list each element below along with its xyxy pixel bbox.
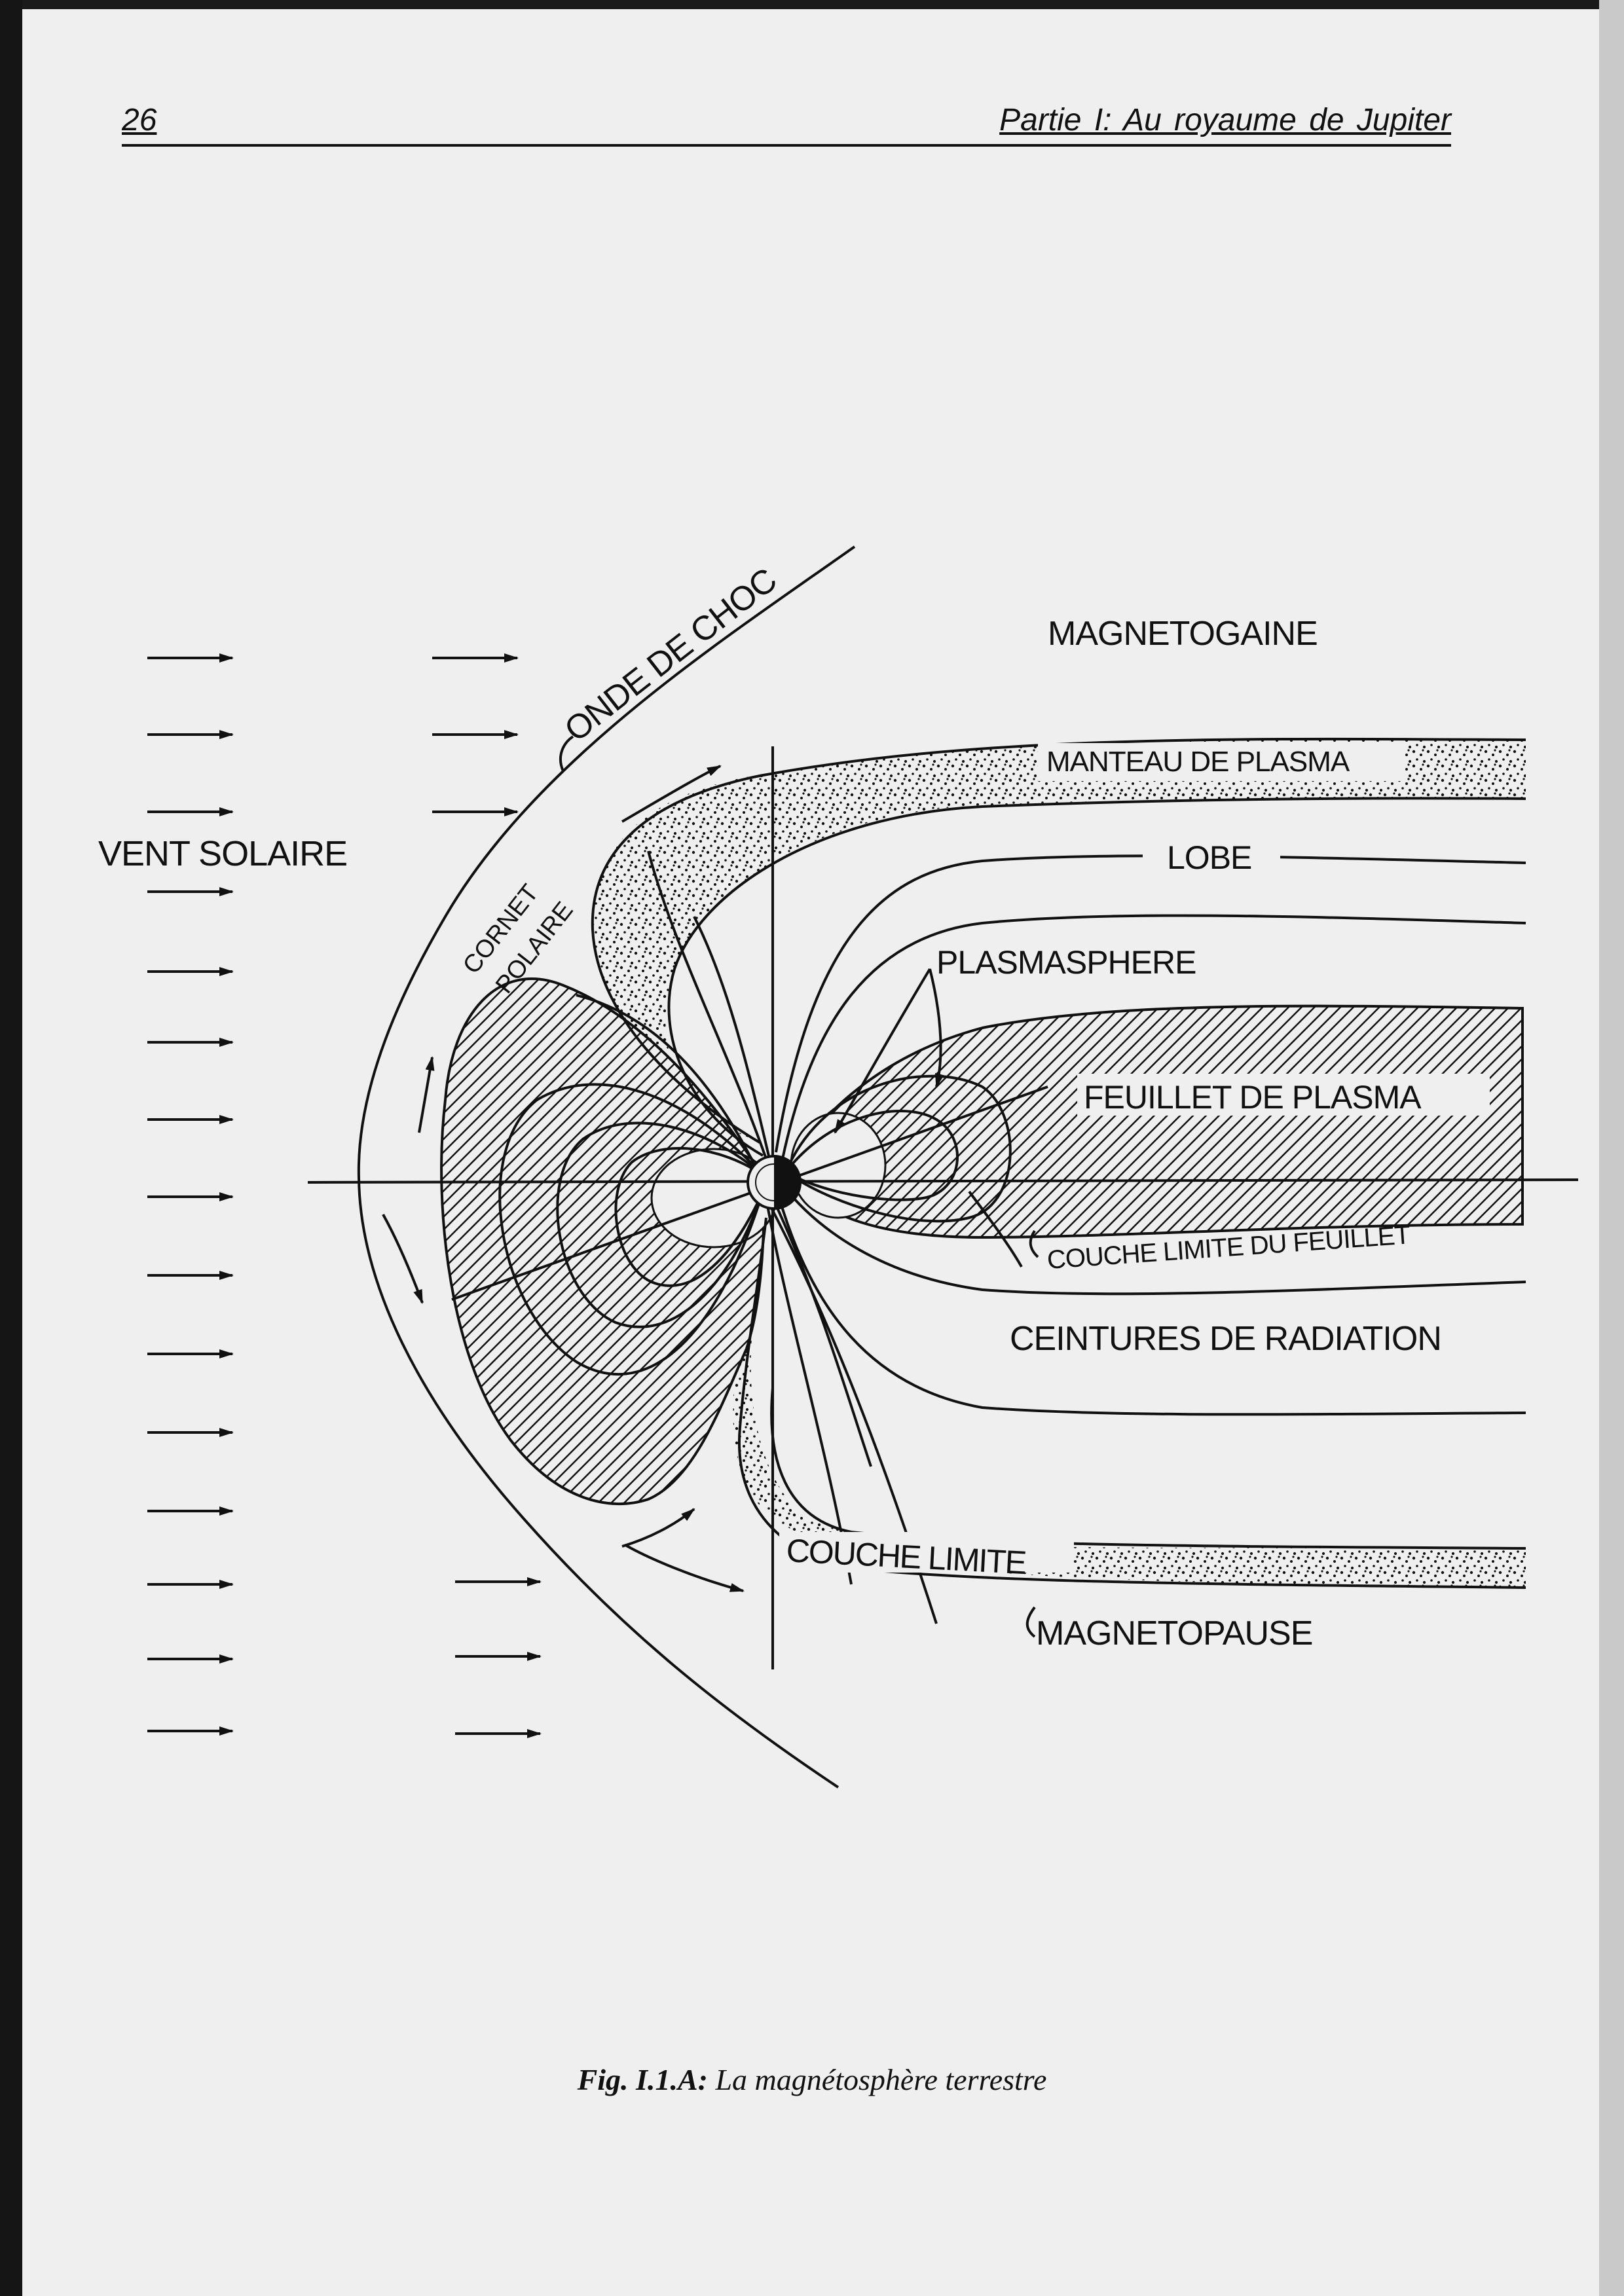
figure-caption: Fig. I.1.A: La magnétosphère terrestre [0,2062,1624,2097]
flow-arrows [382,735,1039,1638]
label-magnetopause: MAGNETOPAUSE [1036,1614,1312,1652]
scan-edge-right [1599,0,1624,2296]
scan-edge-top [0,0,1624,9]
solar-wind-arrows [147,653,542,1738]
label-vent-solaire: VENT SOLAIRE [98,834,347,873]
label-backing [779,1532,1074,1573]
page-number: 26 [122,103,157,137]
plasma-sheet-region [784,1004,1524,1239]
page-header: 26 Partie I: Au royaume de Jupiter [122,98,1451,147]
magnetopause-boundary-layer [592,739,1526,1588]
label-backing [1143,838,1280,877]
earth [747,1155,802,1210]
label-magnetogaine: MAGNETOGAINE [1048,615,1318,653]
label-backing [1077,1074,1490,1116]
label-ceintures-de-radiation: CEINTURES DE RADIATION [1010,1320,1441,1358]
label-plasmasphere: PLASMASPHERE [936,944,1196,981]
caption-label: Fig. I.1.A: [577,2063,708,2096]
label-manteau-de-plasma: MANTEAU DE PLASMA [1046,746,1350,778]
running-head: Partie I: Au royaume de Jupiter [999,103,1451,137]
label-lobe: LOBE [1167,839,1251,876]
scan-edge-left [0,0,22,2296]
label-backing [1038,743,1405,781]
label-onde-de-choc: ONDE DE CHOC [558,561,784,749]
label-feuillet-de-plasma: FEUILLET DE PLASMA [1084,1079,1422,1116]
magnetic-field-lines [307,545,1579,1789]
caption-text: La magnétosphère terrestre [715,2063,1047,2096]
